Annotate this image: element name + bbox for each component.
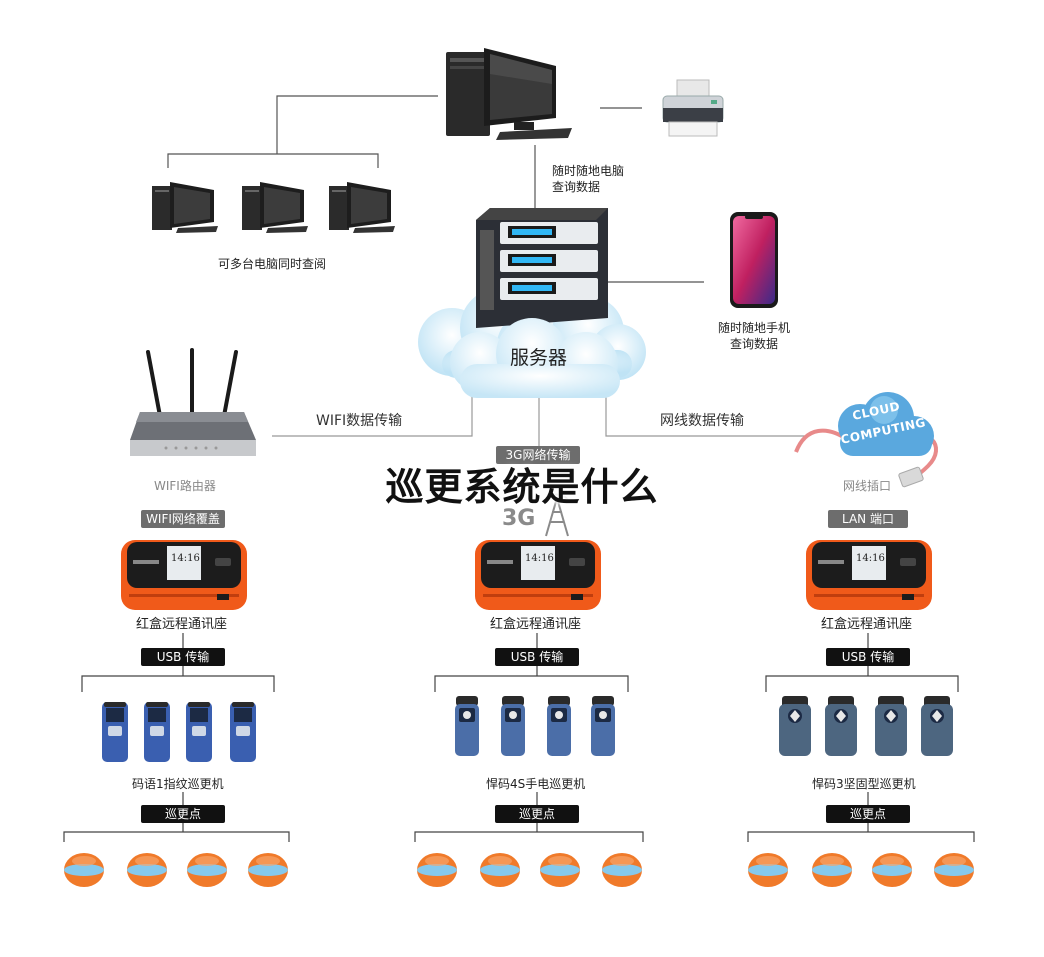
wifi-transfer-label: WIFI数据传输	[316, 413, 403, 429]
flashlight-patrol-device-icon	[591, 696, 615, 756]
client-computer-icon	[329, 182, 395, 233]
patrol-point-pill-3: 巡更点	[826, 805, 910, 823]
wifi-cover-pill: WIFI网络覆盖	[141, 510, 225, 528]
g3-transfer-pill: 3G网络传输	[496, 446, 580, 464]
rugged-patrol-device-icon	[825, 696, 857, 756]
usb-pill-2: USB 传输	[495, 648, 579, 666]
red-box-base-2: 14:16	[473, 536, 603, 616]
flashlight-patrol-device-icon	[547, 696, 571, 756]
usb-pill-1: USB 传输	[141, 648, 225, 666]
wifi-router-icon	[130, 348, 256, 456]
patrol-point-pill-2: 巡更点	[495, 805, 579, 823]
screen-time: 14:16	[525, 553, 554, 564]
lan-port-caption: 网线插口	[843, 479, 892, 493]
rugged-patrol-device-icon	[875, 696, 907, 756]
patrol-checkpoints	[64, 853, 974, 887]
red-box-base-1: 14:16	[119, 536, 249, 616]
wifi-router-caption: WIFI路由器	[154, 479, 216, 493]
cloud-front-icon	[450, 318, 620, 398]
lan-transfer-label: 网线数据传输	[660, 413, 744, 429]
red-box-icon	[475, 540, 601, 610]
antenna-tower-icon	[545, 493, 569, 537]
server-label: 服务器	[510, 347, 568, 369]
red-box-icon	[806, 540, 932, 610]
base-label-1: 红盒远程通讯座	[136, 617, 228, 632]
usb-pill-3: USB 传输	[826, 648, 910, 666]
screen-time: 14:16	[856, 553, 885, 564]
flashlight-patrol-device-icon	[455, 696, 479, 756]
main-computer-icon	[446, 48, 572, 140]
fingerprint-patrol-device-icon	[230, 702, 256, 762]
fingerprint-patrol-device-icon	[186, 702, 212, 762]
printer-icon	[662, 79, 724, 137]
base-label-3: 红盒远程通讯座	[821, 617, 913, 632]
phone-query-caption: 随时随地手机 查询数据	[718, 321, 791, 351]
multi-pc-caption: 可多台电脑同时查阅	[218, 257, 327, 271]
server-icon	[476, 208, 608, 328]
patrol-point-pill-1: 巡更点	[141, 805, 225, 823]
red-box-icon	[121, 540, 247, 610]
rugged-patrol-device-icon	[921, 696, 953, 756]
base-label-2: 红盒远程通讯座	[490, 617, 582, 632]
device-label-3: 悍码3坚固型巡更机	[812, 777, 916, 791]
flashlight-patrol-device-icon	[501, 696, 525, 756]
cloud-computing-icon	[794, 392, 938, 488]
client-computer-icon	[152, 182, 218, 233]
screen-time: 14:16	[171, 553, 200, 564]
device-label-1: 码语1指纹巡更机	[132, 777, 224, 791]
device-label-2: 悍码4S手电巡更机	[486, 777, 586, 791]
fingerprint-patrol-device-icon	[144, 702, 170, 762]
g3-logo: 3G	[502, 506, 536, 531]
rugged-patrol-device-icon	[779, 696, 811, 756]
red-box-base-3: 14:16	[804, 536, 934, 616]
lan-port-pill: LAN 端口	[828, 510, 908, 528]
pc-query-caption: 随时随地电脑 查询数据	[552, 164, 625, 194]
fingerprint-patrol-device-icon	[102, 702, 128, 762]
page-title: 巡更系统是什么	[385, 465, 659, 509]
phone-icon	[730, 212, 778, 308]
client-computer-icon	[242, 182, 308, 233]
